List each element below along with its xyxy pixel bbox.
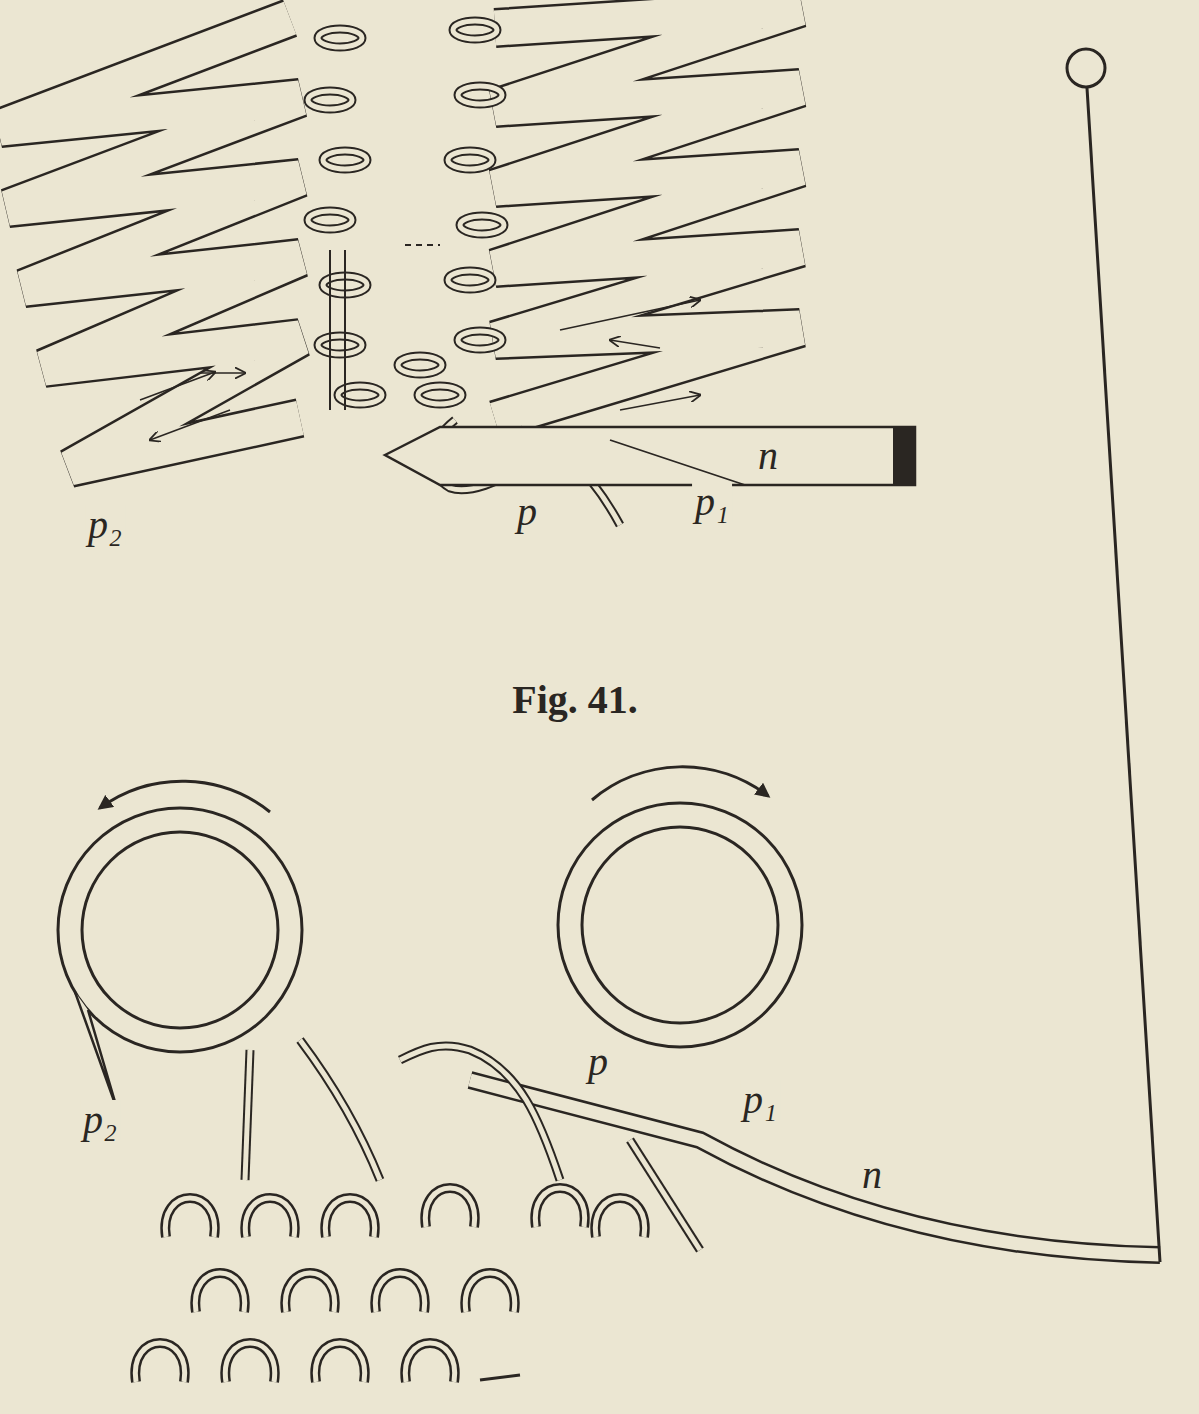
loop [308,211,352,229]
dashed-line [405,244,440,246]
eyelet [1067,49,1105,87]
needle-body [470,1080,1160,1255]
motion-arrow [200,372,245,374]
loop [318,29,362,47]
ring-inner [582,827,778,1023]
motion-arrow [610,340,660,348]
loop [460,216,504,234]
needle [385,427,915,485]
thread [300,1040,380,1180]
thread [245,1050,250,1180]
loop [595,1198,644,1237]
loop [425,1188,474,1227]
loop [225,1343,274,1382]
loop [325,1198,374,1237]
loop [458,86,502,104]
hook-tip [75,992,118,1112]
knitted-fabric [135,1040,700,1382]
part-label: p₂ [85,505,125,545]
loop [375,1273,424,1312]
loop [165,1198,214,1237]
needle-groove [610,440,745,485]
thread [344,250,346,410]
loop [323,151,367,169]
part-label: p₁ [692,482,732,522]
coil-band [0,18,300,468]
thread [480,1375,520,1380]
loop [245,1198,294,1237]
ring-inner [82,832,278,1028]
loop [448,271,492,289]
part-label: n [755,436,781,476]
figure-caption: Fig. 41. [512,678,638,722]
thread [400,1046,560,1180]
loop [453,21,497,39]
needle-body [385,427,915,485]
motion-arrow [140,372,215,400]
rotation-arrow [592,767,768,800]
needle-end [893,427,915,485]
part-label: p₂ [80,1100,120,1140]
needle-ring [558,803,802,1047]
thread [300,1040,380,1180]
loop [405,1343,454,1382]
motion-arrow [620,395,700,410]
loop [315,1343,364,1382]
coil-band [0,18,300,468]
loop [398,356,442,374]
part-label: n [859,1155,885,1195]
thread [400,1046,560,1180]
loop [195,1273,244,1312]
part-label: p [585,1042,611,1082]
motion-arrow [150,410,230,440]
left-coil [0,18,300,468]
coil-band [495,8,800,420]
coil-band [495,8,800,420]
ring-outer [58,808,302,1052]
thread [329,250,331,410]
loop [535,1188,584,1227]
loop [458,331,502,349]
motion-arrow [560,300,700,330]
needle-ring [58,808,302,1112]
loop [308,91,352,109]
part-label: p [514,492,540,532]
needle-body [470,1080,1160,1255]
loop [448,151,492,169]
part-label: p₁ [740,1080,780,1120]
loop [135,1343,184,1382]
loop [318,336,362,354]
loop [465,1273,514,1312]
wire [1087,88,1160,1262]
loop [418,386,462,404]
ring-outer [558,803,802,1047]
needle [470,49,1160,1262]
thread [245,1050,250,1180]
right-coil [495,8,800,420]
loop [285,1273,334,1312]
